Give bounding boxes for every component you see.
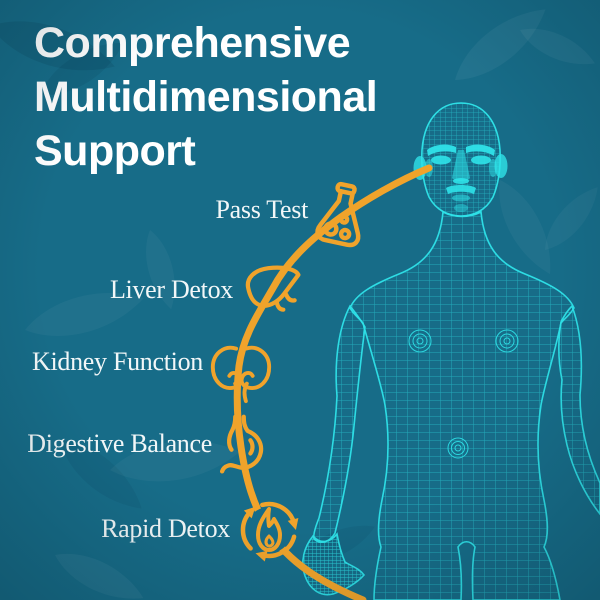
benefit-label-liver-detox: Liver Detox — [109, 275, 233, 304]
benefit-label-rapid-detox: Rapid Detox — [101, 514, 230, 543]
liver-icon — [245, 265, 301, 312]
benefit-label-pass-test: Pass Test — [215, 195, 308, 224]
wireframe-head — [413, 102, 508, 217]
wireframe-torso — [349, 210, 575, 600]
benefit-label-digestive-balance: Digestive Balance — [27, 429, 212, 458]
flame-cycle-icon — [240, 501, 299, 562]
benefit-label-kidney-function: Kidney Function — [32, 347, 203, 376]
flask-icon — [315, 181, 361, 248]
stomach-icon — [219, 414, 264, 474]
kidneys-icon — [210, 345, 272, 404]
wireframe-right-arm — [558, 304, 600, 516]
page-title: Comprehensive Multidimensional Support — [34, 19, 378, 176]
